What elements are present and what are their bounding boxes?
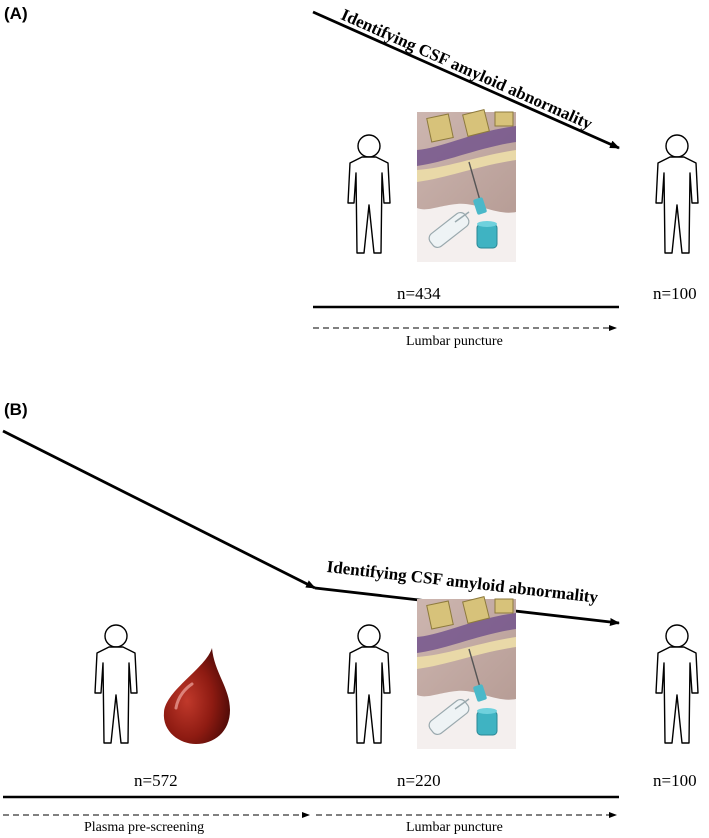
panel-a-count-start: n=434 [397, 284, 441, 303]
panel-b-count-end: n=100 [653, 771, 697, 790]
person-icon [94, 624, 138, 744]
panel-a-count-end: n=100 [653, 284, 697, 303]
panel-b-label: (B) [4, 400, 28, 419]
lumbar-puncture-illustration [417, 109, 516, 262]
panel-b-stage1-label: Plasma pre-screening [84, 820, 205, 835]
panel-b-count-mid: n=220 [397, 771, 441, 790]
panel-b-count-start: n=572 [134, 771, 178, 790]
person-icon [655, 134, 699, 254]
panel-a-stage-label: Lumbar puncture [406, 334, 503, 349]
lumbar-puncture-illustration [417, 596, 516, 749]
person-icon [347, 624, 391, 744]
person-icon [655, 624, 699, 744]
panel-a [312, 10, 699, 331]
panel-a-label: (A) [4, 4, 28, 23]
panel-b [2, 429, 699, 818]
panel-b-stage2-label: Lumbar puncture [406, 820, 503, 835]
panel-a-main-arrow [312, 10, 620, 150]
panel-b-arrow-1 [2, 429, 316, 590]
blood-drop-icon [163, 648, 230, 744]
person-icon [347, 134, 391, 254]
